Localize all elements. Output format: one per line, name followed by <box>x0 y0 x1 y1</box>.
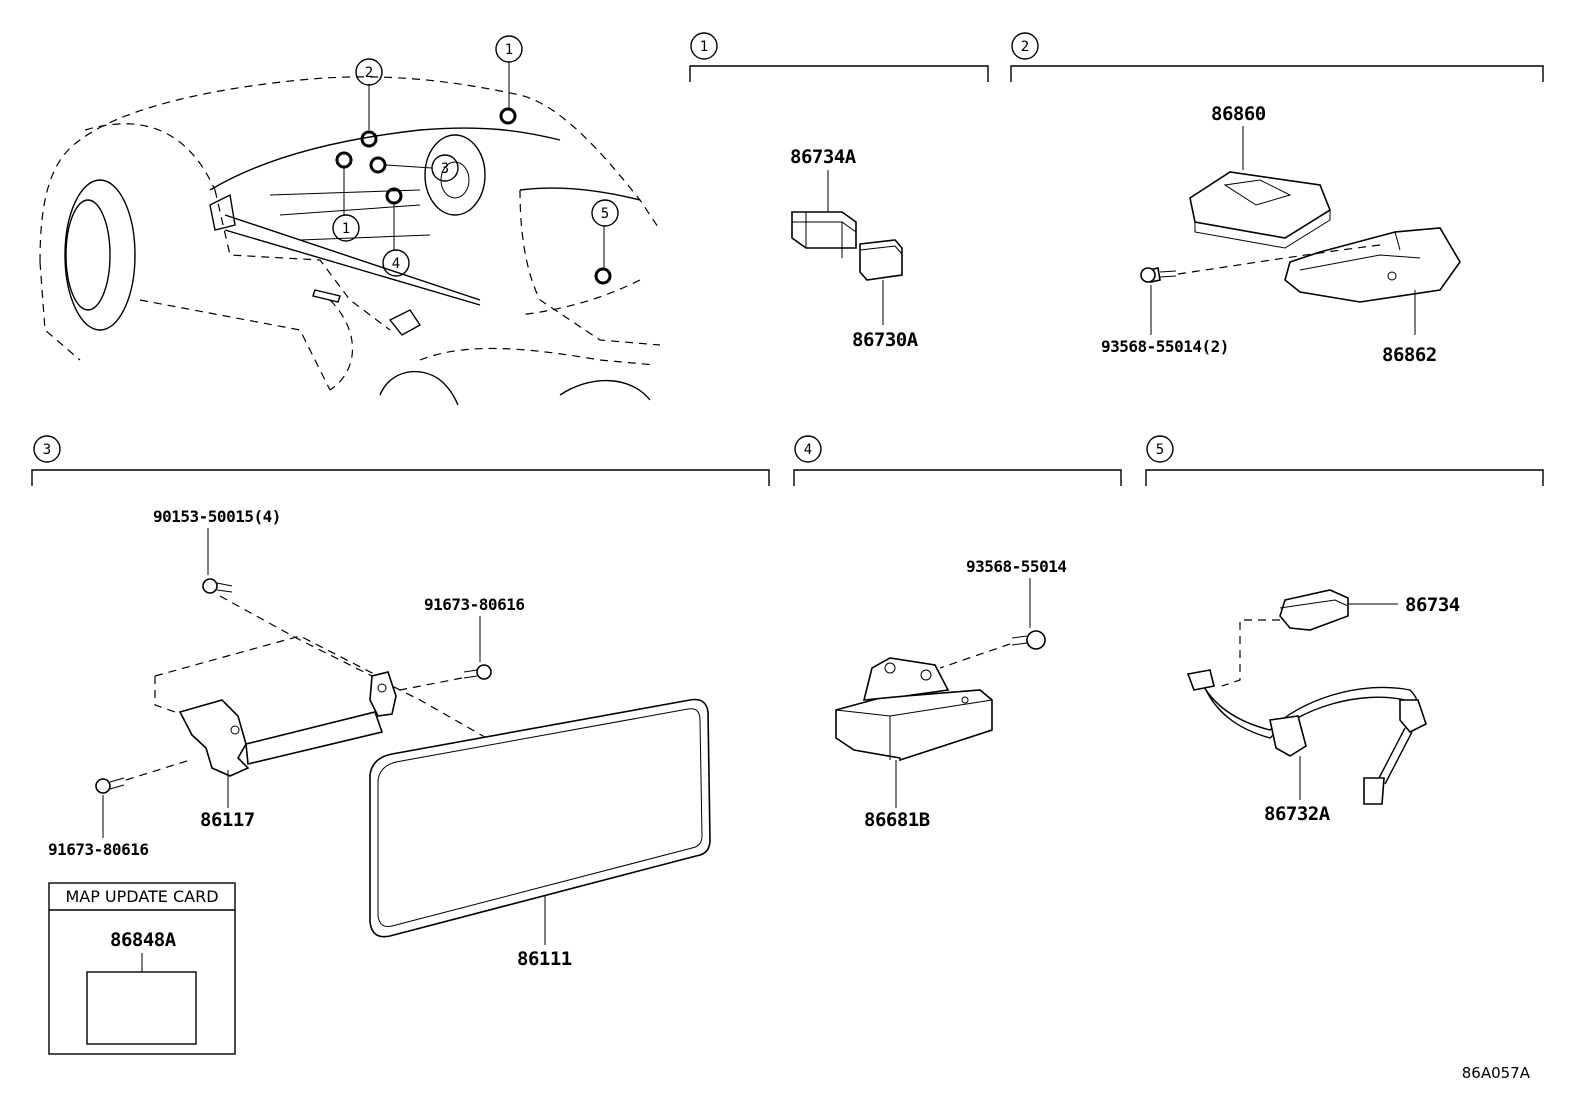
part-86860: 86860 <box>1211 103 1266 125</box>
part-86734: 86734 <box>1405 594 1460 616</box>
label-text: MAP UPDATE CARD <box>65 887 218 906</box>
part-86681B: 86681B <box>864 809 930 831</box>
part-86111: 86111 <box>517 948 572 970</box>
part-91673-80616-a: 91673-80616 <box>424 595 524 614</box>
group-5: 5 86734 86732A <box>1145 435 1544 825</box>
label-text: 4 <box>804 442 812 458</box>
label-text: 5 <box>601 206 609 222</box>
label-text: 1 <box>505 42 513 58</box>
label-text: 1 <box>700 39 708 55</box>
map-update-card: MAP UPDATE CARD 86848A <box>48 882 236 1055</box>
label-text: 4 <box>392 256 400 272</box>
label-text: 1 <box>342 221 350 237</box>
callout-5: 5 <box>591 199 619 227</box>
group-4: 4 93568-55014 86681B <box>793 435 1122 831</box>
part-86734A: 86734A <box>790 146 857 168</box>
group-2: 2 86860 93568-55014(2) 86862 <box>1010 32 1544 366</box>
part-86862: 86862 <box>1382 344 1437 366</box>
part-93568-55014-2: 93568-55014(2) <box>1101 337 1229 356</box>
callout-4: 4 <box>382 249 410 277</box>
diagram-reference-id: 86A057A <box>1462 1064 1531 1082</box>
car-overview-illustration <box>39 62 661 406</box>
callout-1-top: 1 <box>495 35 523 63</box>
part-91673-80616-b: 91673-80616 <box>48 840 148 859</box>
label-text: 3 <box>43 442 51 458</box>
label-text: 2 <box>1021 39 1029 55</box>
callout-1-lower: 1 <box>332 214 360 242</box>
label-text: 3 <box>441 161 449 177</box>
label-text: 2 <box>365 65 373 81</box>
callout-2: 2 <box>355 58 383 86</box>
group-3: 3 90153-50015(4) 91673-80616 86117 91673… <box>31 435 770 970</box>
part-86117: 86117 <box>200 809 255 831</box>
part-93568-55014: 93568-55014 <box>966 557 1066 576</box>
part-86730A: 86730A <box>852 329 919 351</box>
part-86732A: 86732A <box>1264 803 1331 825</box>
group-1: 1 86734A 86730A <box>689 32 989 351</box>
label-text: 5 <box>1156 442 1164 458</box>
part-90153-50015-4: 90153-50015(4) <box>153 507 281 526</box>
callout-3: 3 <box>431 154 459 182</box>
part-86848A: 86848A <box>110 929 177 951</box>
